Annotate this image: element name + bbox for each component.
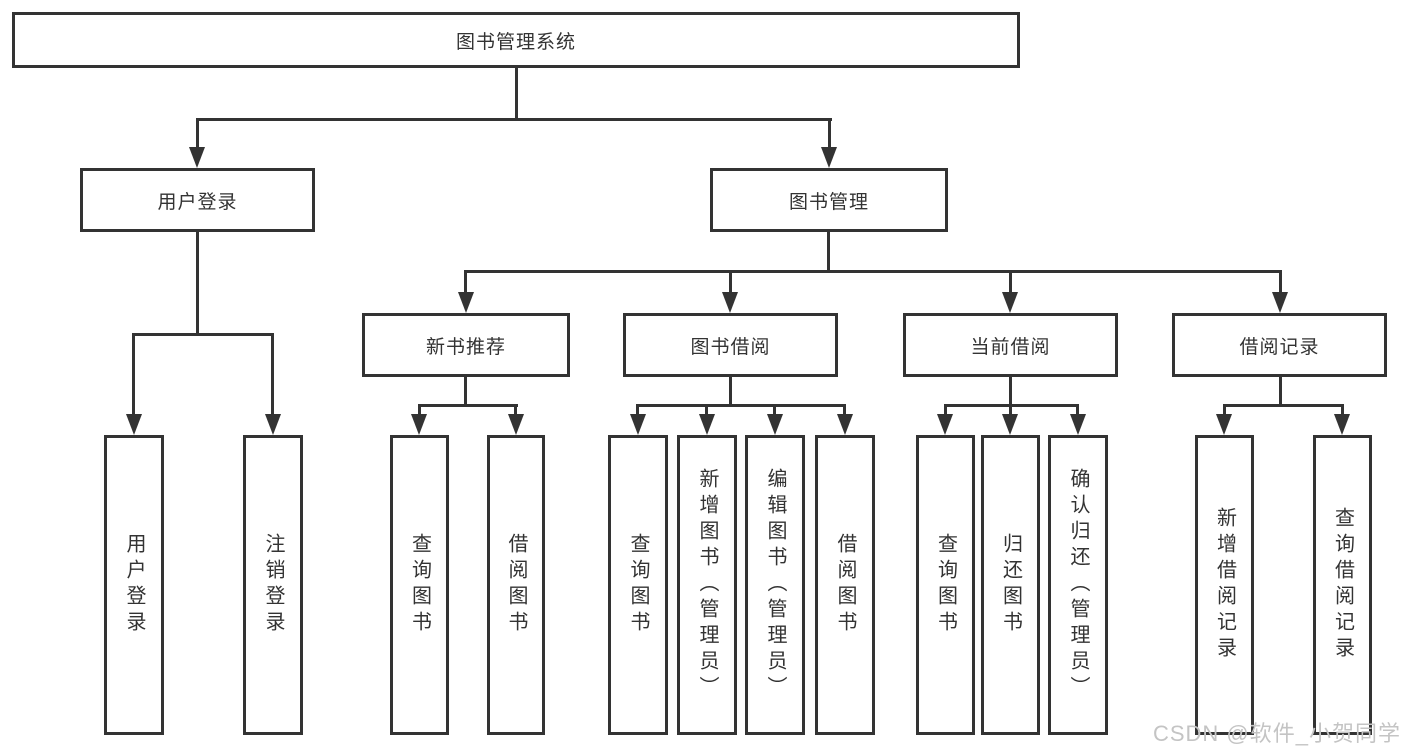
node-library-management-system: 图书管理系统	[12, 12, 1020, 68]
leaf-edit-book-admin: 编辑图书（管理员）	[745, 435, 805, 735]
arrow-down-icon	[722, 292, 738, 313]
leaf-label: 确认归还（管理员）	[1067, 468, 1089, 702]
leaf-label: 查询图书	[934, 533, 957, 637]
arrow-down-icon	[1070, 414, 1086, 435]
leaf-label: 归还图书	[999, 533, 1022, 637]
connector-line	[705, 404, 708, 416]
leaf-confirm-return-admin: 确认归还（管理员）	[1048, 435, 1108, 735]
connector-line	[196, 118, 832, 121]
arrow-down-icon	[1272, 292, 1288, 313]
connector-line	[271, 333, 274, 416]
arrow-down-icon	[1002, 292, 1018, 313]
connector-line	[1341, 404, 1344, 416]
connector-line	[464, 270, 467, 294]
connector-line	[418, 404, 518, 407]
leaf-label: 查询图书	[408, 533, 431, 637]
connector-line	[636, 404, 846, 407]
leaf-return-book: 归还图书	[981, 435, 1040, 735]
leaf-label: 注销登录	[262, 533, 284, 637]
connector-line	[1223, 404, 1344, 407]
connector-line	[729, 270, 732, 294]
connector-line	[1223, 404, 1226, 416]
connector-line	[1076, 404, 1079, 416]
leaf-label: 编辑图书（管理员）	[764, 468, 786, 702]
arrow-down-icon	[630, 414, 646, 435]
node-borrowing-records: 借阅记录	[1172, 313, 1387, 377]
leaf-label: 用户登录	[123, 533, 145, 637]
node-new-book-recommend: 新书推荐	[362, 313, 570, 377]
arrow-down-icon	[411, 414, 427, 435]
arrow-down-icon	[265, 414, 281, 435]
node-book-management: 图书管理	[710, 168, 948, 232]
connector-line	[464, 377, 467, 407]
connector-line	[464, 270, 1281, 273]
connector-line	[132, 333, 135, 416]
node-user-login: 用户登录	[80, 168, 315, 232]
leaf-query-borrow-record: 查询借阅记录	[1313, 435, 1372, 735]
leaf-borrow-books-recommend: 借阅图书	[487, 435, 545, 735]
connector-line	[729, 377, 732, 407]
leaf-logout: 注销登录	[243, 435, 303, 735]
connector-line	[418, 404, 421, 416]
connector-line	[944, 404, 947, 416]
arrow-down-icon	[937, 414, 953, 435]
connector-line	[773, 404, 776, 416]
connector-line	[1279, 270, 1282, 294]
arrow-down-icon	[458, 292, 474, 313]
connector-line	[196, 118, 199, 150]
connector-line	[1009, 377, 1012, 407]
connector-line	[1009, 404, 1012, 416]
connector-line	[514, 404, 517, 416]
leaf-query-books-current: 查询图书	[916, 435, 975, 735]
leaf-label: 借阅图书	[505, 533, 527, 637]
leaf-add-book-admin: 新增图书（管理员）	[677, 435, 737, 735]
leaf-label: 借阅图书	[834, 533, 856, 637]
arrow-down-icon	[1002, 414, 1018, 435]
connector-line	[1009, 270, 1012, 294]
connector-line	[1279, 377, 1282, 407]
node-current-borrowing: 当前借阅	[903, 313, 1118, 377]
leaf-label: 查询借阅记录	[1331, 507, 1354, 663]
leaf-label: 新增图书（管理员）	[696, 468, 718, 702]
arrow-down-icon	[189, 147, 205, 168]
leaf-label: 新增借阅记录	[1213, 507, 1236, 663]
arrow-down-icon	[837, 414, 853, 435]
leaf-query-books-recommend: 查询图书	[390, 435, 449, 735]
node-book-borrowing: 图书借阅	[623, 313, 838, 377]
connector-line	[636, 404, 639, 416]
arrow-down-icon	[508, 414, 524, 435]
connector-line	[843, 404, 846, 416]
leaf-label: 查询图书	[627, 533, 649, 637]
leaf-add-borrow-record: 新增借阅记录	[1195, 435, 1254, 735]
leaf-query-books-borrowing: 查询图书	[608, 435, 668, 735]
leaf-borrow-books-borrowing: 借阅图书	[815, 435, 875, 735]
arrow-down-icon	[1216, 414, 1232, 435]
watermark: CSDN @软件_小贺同学	[1152, 721, 1401, 746]
connector-line	[132, 333, 274, 336]
connector-line	[515, 68, 518, 121]
arrow-down-icon	[126, 414, 142, 435]
arrow-down-icon	[821, 147, 837, 168]
leaf-user-login: 用户登录	[104, 435, 164, 735]
arrow-down-icon	[767, 414, 783, 435]
connector-line	[827, 232, 830, 273]
arrow-down-icon	[1334, 414, 1350, 435]
connector-line	[828, 118, 831, 150]
arrow-down-icon	[699, 414, 715, 435]
connector-line	[196, 232, 199, 336]
